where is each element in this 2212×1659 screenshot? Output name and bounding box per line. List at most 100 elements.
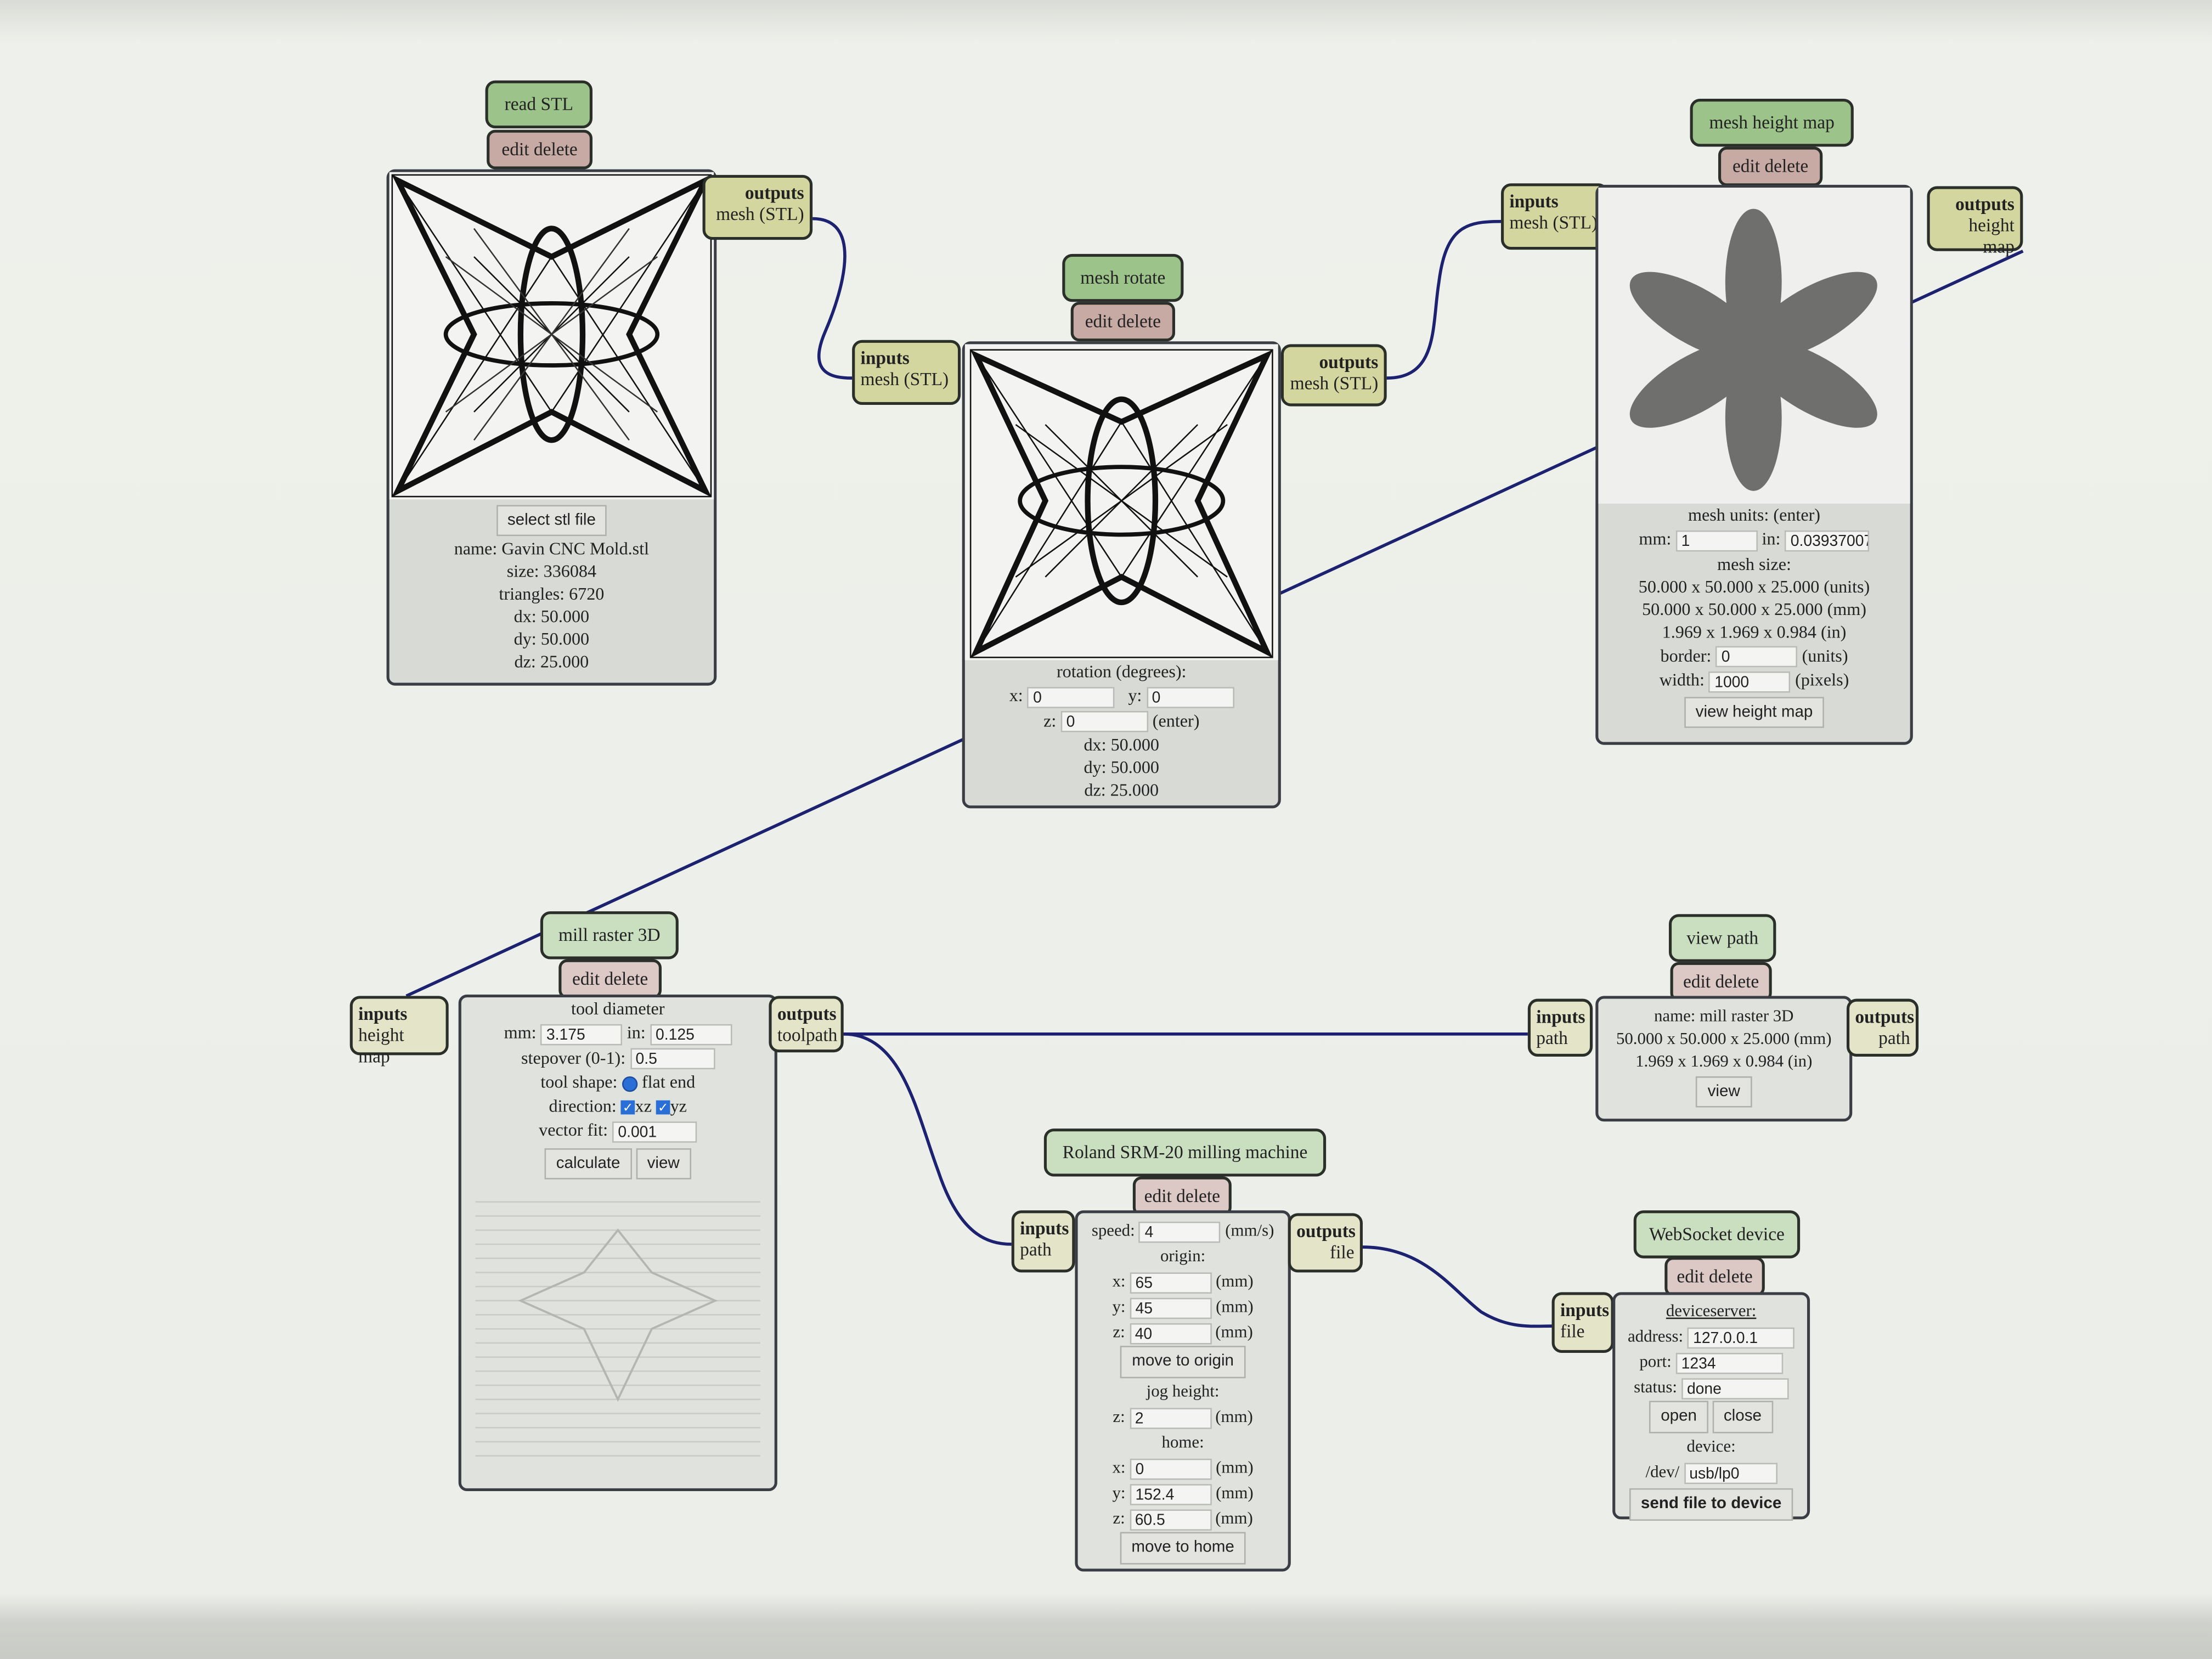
input-type: height map: [358, 1024, 404, 1066]
view-button[interactable]: view: [1696, 1076, 1752, 1108]
view-toolpath-button[interactable]: view: [636, 1148, 691, 1180]
send-file-to-device-button[interactable]: send file to device: [1629, 1488, 1793, 1521]
rotation-y-input[interactable]: 0: [1146, 686, 1234, 708]
outputs-label: outputs: [777, 1003, 837, 1024]
view-height-map-button[interactable]: view height map: [1684, 696, 1824, 728]
mesh-height-map-edit-delete[interactable]: edit delete: [1718, 146, 1823, 187]
vector-fit-input[interactable]: 0.001: [612, 1121, 697, 1143]
jog-z-input[interactable]: 2: [1129, 1407, 1211, 1429]
home-z-input[interactable]: 60.5: [1129, 1509, 1211, 1531]
inputs-label: inputs: [1509, 190, 1559, 212]
calculate-button[interactable]: calculate: [545, 1148, 632, 1180]
roland-output-port[interactable]: outputs file: [1288, 1213, 1363, 1273]
websocket-input-port[interactable]: inputs file: [1551, 1292, 1614, 1353]
mesh-rotate-input-port[interactable]: inputs mesh (STL): [852, 340, 961, 405]
mesh-rotate-output-port[interactable]: outputs mesh (STL): [1280, 344, 1387, 407]
input-type: file: [1560, 1320, 1585, 1342]
mill-raster-output-port[interactable]: outputs toolpath: [769, 996, 844, 1053]
address-label: address:: [1627, 1326, 1684, 1346]
rotation-z-input[interactable]: 0: [1060, 711, 1148, 733]
mm-unit: (mm): [1216, 1271, 1254, 1291]
output-type: file: [1329, 1241, 1355, 1263]
view-path-output-port[interactable]: outputs path: [1846, 998, 1919, 1057]
output-type: path: [1878, 1026, 1910, 1048]
mesh-height-map-title[interactable]: mesh height map: [1690, 98, 1854, 147]
mesh-units-label: mesh units: (enter): [1688, 505, 1821, 525]
origin-y-input[interactable]: 45: [1130, 1297, 1212, 1319]
view-path-edit-delete[interactable]: edit delete: [1670, 962, 1772, 1002]
flat-end-radio[interactable]: [622, 1076, 637, 1092]
output-type: toolpath: [777, 1024, 838, 1046]
height-map-input-port[interactable]: inputs mesh (STL): [1500, 183, 1609, 250]
in-label: in:: [627, 1023, 646, 1043]
mill-raster-edit-delete[interactable]: edit delete: [558, 959, 662, 999]
output-type: mesh (STL): [716, 203, 804, 224]
tool-diameter-mm-input[interactable]: 3.175: [540, 1023, 623, 1045]
stepover-input[interactable]: 0.5: [630, 1048, 715, 1070]
dx: dx: 50.000: [514, 606, 590, 627]
mm-unit: (mm): [1215, 1406, 1253, 1426]
tool-diameter-label: tool diameter: [571, 998, 665, 1019]
status-label: status:: [1634, 1376, 1677, 1397]
home-x-input[interactable]: 0: [1130, 1458, 1212, 1480]
close-button[interactable]: close: [1712, 1401, 1773, 1434]
websocket-edit-delete[interactable]: edit delete: [1664, 1257, 1765, 1297]
path-size-in: 1.969 x 1.969 x 0.984 (in): [1635, 1051, 1813, 1071]
move-to-origin-button[interactable]: move to origin: [1120, 1346, 1245, 1379]
origin-z-input[interactable]: 40: [1129, 1323, 1211, 1344]
width-unit: (pixels): [1795, 670, 1849, 691]
websocket-device-title[interactable]: WebSocket device: [1633, 1210, 1801, 1259]
mill-raster-3d-title[interactable]: mill raster 3D: [540, 911, 679, 960]
yz-checkbox[interactable]: ✓: [656, 1101, 670, 1115]
height-map-output-port[interactable]: outputs height map: [1927, 186, 2023, 257]
rotation-x-input[interactable]: 0: [1027, 686, 1115, 708]
mesh-rotate-title[interactable]: mesh rotate: [1062, 253, 1184, 302]
size-mm: 50.000 x 50.000 x 25.000 (mm): [1642, 599, 1867, 619]
device-input[interactable]: usb/lp0: [1683, 1462, 1777, 1484]
xz-label: xz: [635, 1096, 652, 1116]
roland-srm20-title[interactable]: Roland SRM-20 milling machine: [1043, 1128, 1327, 1177]
port-input[interactable]: 1234: [1675, 1352, 1783, 1374]
dy: dy: 50.000: [1084, 758, 1160, 778]
roland-edit-delete[interactable]: edit delete: [1132, 1176, 1232, 1216]
speed-input[interactable]: 4: [1139, 1221, 1221, 1243]
size-units: 50.000 x 50.000 x 25.000 (units): [1638, 576, 1870, 596]
read-stl-edit-delete[interactable]: edit delete: [487, 129, 592, 170]
wire-roland-to-websocket: [1362, 1245, 1552, 1328]
mesh-units-in-input[interactable]: 0.0393700787: [1785, 529, 1870, 551]
dev-prefix: /dev/: [1645, 1461, 1680, 1481]
z-label: z:: [1113, 1322, 1125, 1342]
border-input[interactable]: 0: [1716, 646, 1798, 668]
toolpath-preview: [475, 1201, 760, 1457]
home-label: home:: [1161, 1431, 1204, 1452]
home-y-input[interactable]: 152.4: [1130, 1483, 1212, 1505]
websocket-panel: deviceserver: address: 127.0.0.1 port: 1…: [1612, 1292, 1810, 1521]
mm-label: mm:: [504, 1023, 537, 1043]
read-stl-title[interactable]: read STL: [485, 80, 592, 128]
direction-label: direction:: [549, 1096, 617, 1116]
view-path-input-port[interactable]: inputs path: [1527, 998, 1593, 1057]
open-button[interactable]: open: [1649, 1401, 1708, 1434]
inputs-label: inputs: [1560, 1299, 1610, 1321]
tool-diameter-in-input[interactable]: 0.125: [650, 1023, 732, 1045]
move-to-home-button[interactable]: move to home: [1120, 1532, 1246, 1565]
origin-x-input[interactable]: 65: [1130, 1272, 1212, 1294]
read-stl-panel: select stl file name: Gavin CNC Mold.stl…: [386, 169, 717, 686]
xz-checkbox[interactable]: ✓: [620, 1101, 635, 1115]
width-input[interactable]: 1000: [1708, 671, 1791, 693]
input-type: mesh (STL): [860, 368, 949, 390]
dz: dz: 25.000: [1084, 780, 1159, 800]
wire-readstl-to-rotate: [812, 217, 853, 380]
read-stl-output-port[interactable]: outputs mesh (STL): [702, 174, 813, 240]
mesh-units-mm-input[interactable]: 1: [1675, 529, 1758, 551]
x-label: x:: [1112, 1271, 1126, 1291]
deviceserver-link[interactable]: deviceserver:: [1666, 1300, 1757, 1321]
border-label: border:: [1660, 645, 1712, 665]
mill-raster-input-port[interactable]: inputs height map: [349, 996, 449, 1066]
view-path-panel: name: mill raster 3D 50.000 x 50.000 x 2…: [1595, 996, 1853, 1122]
address-input[interactable]: 127.0.0.1: [1687, 1327, 1795, 1348]
roland-input-port[interactable]: inputs path: [1011, 1210, 1075, 1273]
view-path-title[interactable]: view path: [1668, 914, 1776, 962]
select-stl-file-button[interactable]: select stl file: [496, 505, 607, 537]
mesh-rotate-edit-delete[interactable]: edit delete: [1070, 302, 1175, 342]
